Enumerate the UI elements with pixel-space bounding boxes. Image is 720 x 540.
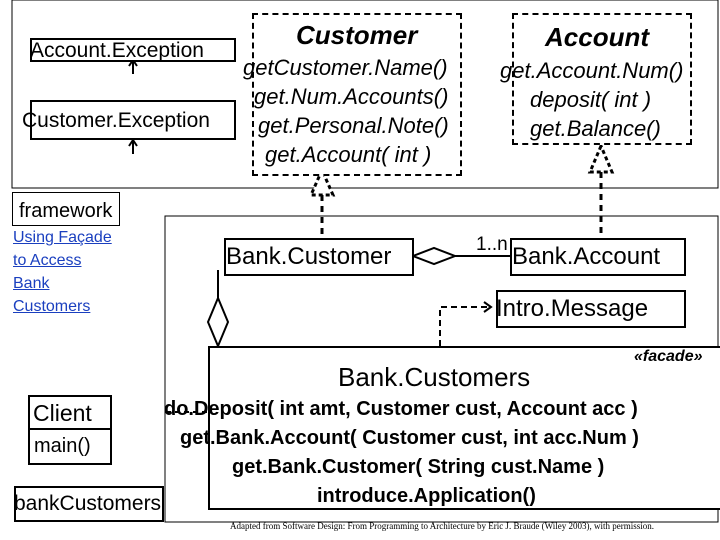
account-method: deposit( int ) — [530, 87, 652, 112]
customer-interface-box — [252, 13, 462, 176]
customer-method-list: getCustomer.Name() get.Num.Accounts() ge… — [243, 53, 449, 169]
facade-link-line[interactable]: Using Façade — [13, 229, 112, 246]
account-realization-arrow — [587, 142, 615, 236]
client-divider — [28, 428, 112, 430]
bank-customers-var-box — [14, 486, 164, 522]
facade-stereotype: «facade» — [634, 348, 703, 365]
customer-method: get.Num.Accounts() — [254, 84, 449, 109]
customer-method: getCustomer.Name() — [243, 55, 448, 80]
account-exception-box — [30, 38, 236, 62]
customer-interface-title: Customer — [296, 20, 418, 50]
facade-box — [208, 346, 720, 510]
intro-message-box — [496, 290, 686, 328]
facade-method: get.Bank.Account( Customer cust, int acc… — [180, 427, 639, 449]
customer-exception-label: Customer.Exception — [22, 109, 210, 132]
multiplicity-label: 1..n — [476, 234, 508, 255]
credit-note: Adapted from Software Design: From Progr… — [230, 521, 655, 531]
customer-realization-arrow — [308, 166, 336, 236]
framework-label: framework — [19, 200, 113, 222]
facade-method: get.Bank.Customer( String cust.Name ) — [232, 456, 605, 478]
customer-method: get.Account( int ) — [265, 142, 432, 167]
account-method-list: get.Account.Num() deposit( int ) get.Bal… — [500, 56, 683, 143]
customer-method: get.Personal.Note() — [258, 113, 449, 138]
facade-method: do.Deposit( int amt, Customer cust, Acco… — [164, 398, 638, 420]
bank-customer-label: Bank.Customer — [226, 243, 392, 270]
account-method: get.Account.Num() — [500, 58, 684, 83]
intro-dependency — [439, 301, 493, 346]
bank-customers-var-label: bankCustomers — [14, 492, 162, 515]
facade-link-line[interactable]: Customers — [13, 298, 91, 315]
framework-package-frame — [11, 0, 719, 189]
bank-account-box — [510, 238, 686, 276]
client-box — [28, 395, 112, 465]
intro-message-label: Intro.Message — [496, 295, 649, 322]
client-method: main() — [34, 435, 91, 457]
account-exception-label: Account.Exception — [30, 39, 204, 62]
customer-exception-arrow — [128, 138, 138, 154]
facade-title: Bank.Customers — [338, 362, 531, 392]
facade-customer-aggregation — [206, 270, 230, 349]
bank-customer-box — [224, 238, 414, 276]
bank-account-label: Bank.Account — [512, 243, 661, 270]
customer-account-aggregation — [410, 246, 510, 266]
facade-link[interactable]: Using Façade to Access Bank Customers — [13, 226, 112, 318]
customer-exception-box — [30, 100, 236, 140]
account-method: get.Balance() — [530, 116, 661, 141]
account-interface-title: Account — [545, 22, 649, 52]
facade-method: introduce.Application() — [317, 485, 536, 507]
facade-method-list: do.Deposit( int amt, Customer cust, Acco… — [164, 395, 639, 511]
facade-link-line[interactable]: to Access — [13, 252, 82, 269]
account-interface-box — [512, 13, 692, 145]
framework-tab — [12, 192, 120, 226]
facade-link-line[interactable]: Bank — [13, 275, 50, 292]
client-title: Client — [33, 400, 92, 426]
